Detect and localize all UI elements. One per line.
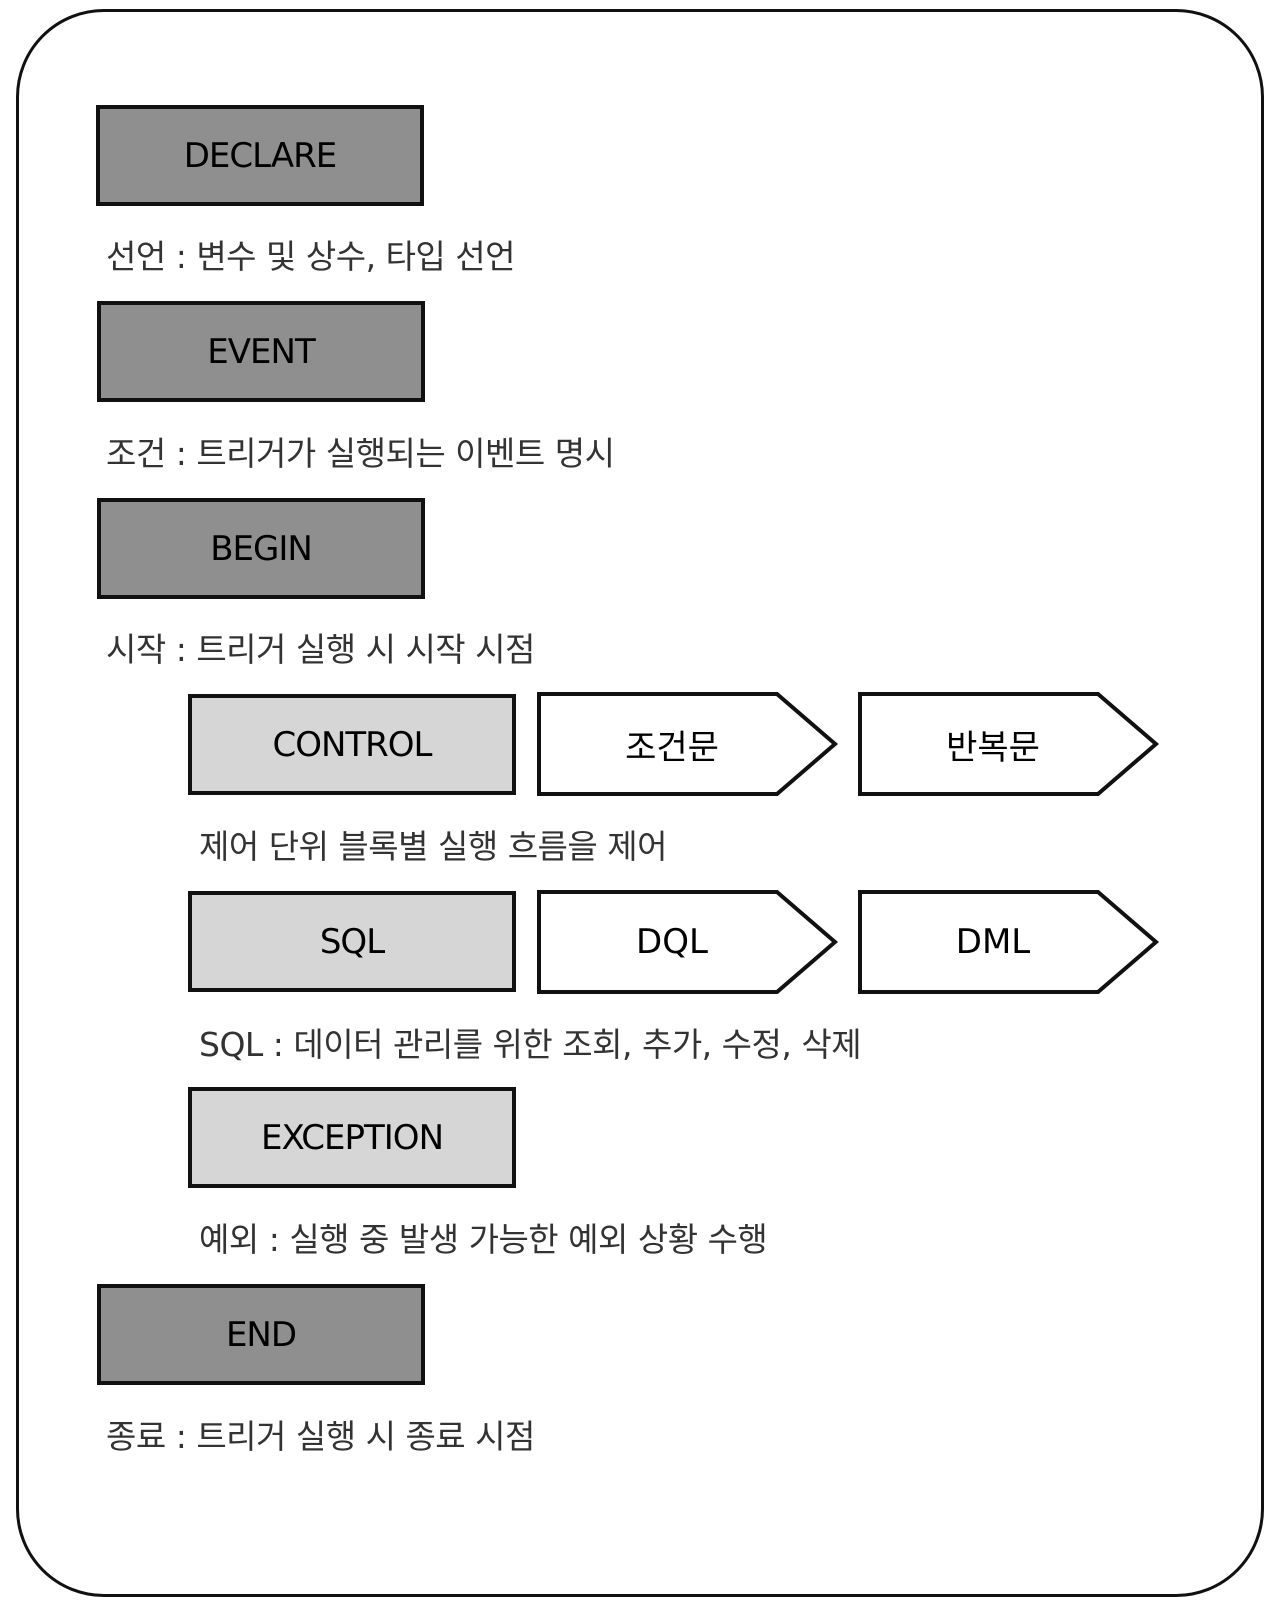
control-block: CONTROL [188,694,516,795]
begin-description: 시작 : 트리거 실행 시 시작 시점 [106,630,535,669]
sql-block: SQL [188,891,516,992]
event-block: EVENT [97,301,425,402]
chevron-arrow-shape [858,692,1160,796]
exception-block: EXCEPTION [188,1087,516,1188]
sql-description: SQL : 데이터 관리를 위한 조회, 추가, 수정, 삭제 [199,1025,862,1064]
begin-label: BEGIN [210,528,313,569]
exception-label: EXCEPTION [260,1117,444,1158]
chevron-arrow-shape [858,890,1160,994]
declare-description: 선언 : 변수 및 상수, 타입 선언 [106,237,516,276]
end-label: END [225,1314,297,1355]
control-step-arrow-1: 조건문 [537,692,843,796]
event-description: 조건 : 트리거가 실행되는 이벤트 명시 [106,434,615,473]
control-description: 제어 단위 블록별 실행 흐름을 제어 [199,827,668,866]
chevron-arrow-shape [537,692,839,796]
sql-step-label-1: DQL [636,922,708,962]
declare-block: DECLARE [96,105,424,206]
begin-block: BEGIN [97,498,425,599]
sql-step-arrow-2: DML [858,890,1164,994]
end-description: 종료 : 트리거 실행 시 종료 시점 [106,1417,535,1456]
chevron-arrow-shape [537,890,839,994]
control-step-arrow-2: 반복문 [858,692,1164,796]
sql-step-label-2: DML [955,922,1031,962]
sql-step-arrow-1: DQL [537,890,843,994]
control-label: CONTROL [272,724,432,765]
event-label: EVENT [207,331,315,372]
exception-description: 예외 : 실행 중 발생 가능한 예외 상황 수행 [199,1220,768,1259]
declare-label: DECLARE [183,135,337,176]
sql-label: SQL [319,921,385,962]
control-step-label-2: 반복문 [946,727,1040,768]
end-block: END [97,1284,425,1385]
control-step-label-1: 조건문 [625,727,719,768]
